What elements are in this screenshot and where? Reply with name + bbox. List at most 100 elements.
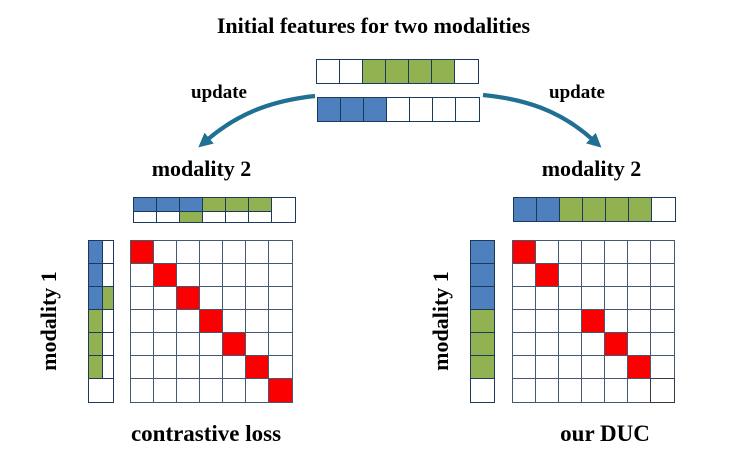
right-similarity-cell: [535, 378, 560, 403]
left-similarity-cell: [153, 309, 178, 334]
left-mod1-sub-cell: [101, 240, 114, 265]
right-similarity-cell: [535, 286, 560, 311]
left-similarity-cell: [268, 355, 293, 380]
right-modality2-label: modality 2: [541, 156, 642, 181]
right-similarity-cell: [512, 263, 537, 288]
left-mod2-tail-cell: [271, 197, 296, 223]
initial-modality2-cell: [454, 59, 479, 84]
left-similarity-cell: [176, 355, 201, 380]
right-similarity-cell: [650, 378, 675, 403]
right-similarity-cell: [535, 355, 560, 380]
left-similarity-cell: [199, 378, 224, 403]
initial-modality2-cell: [362, 59, 387, 84]
right-similarity-cell: [604, 378, 629, 403]
initial-modality2-cell: [316, 59, 341, 84]
initial-modality2-vector: [316, 59, 479, 84]
left-similarity-cell: [176, 240, 201, 265]
right-similarity-cell: [581, 286, 606, 311]
diagram-title: Initial features for two modalities: [216, 13, 531, 38]
update-label-left: update: [191, 82, 247, 103]
initial-modality1-cell: [386, 97, 411, 122]
right-similarity-cell: [650, 263, 675, 288]
right-mod2-cell: [628, 197, 653, 222]
right-similarity-cell: [604, 309, 629, 334]
right-modality1-label: modality 1: [428, 271, 453, 371]
left-mod2-sub-cell: [133, 210, 158, 223]
right-mod2-cell: [536, 197, 561, 222]
right-mod1-cell: [470, 263, 495, 288]
right-mod1-cell: [470, 355, 495, 380]
right-similarity-cell: [558, 286, 583, 311]
right-similarity-cell: [558, 263, 583, 288]
right-mod2-cell: [605, 197, 630, 222]
right-mod1-cell: [470, 309, 495, 334]
left-similarity-cell-diagonal-red: [176, 286, 201, 311]
right-similarity-cell: [627, 240, 652, 265]
left-similarity-cell: [176, 309, 201, 334]
left-similarity-cell-diagonal-red: [245, 355, 270, 380]
right-similarity-cell: [604, 286, 629, 311]
right-similarity-cell: [650, 355, 675, 380]
right-similarity-cell-diagonal-red: [581, 309, 606, 334]
left-mod1-tail-cell: [88, 378, 114, 403]
left-mod1-sub-cell: [101, 309, 114, 334]
left-similarity-cell: [222, 378, 247, 403]
right-mod2-cell: [559, 197, 584, 222]
right-mod1-cell: [470, 378, 495, 403]
left-similarity-cell: [130, 309, 155, 334]
left-similarity-cell: [245, 309, 270, 334]
right-similarity-cell: [581, 378, 606, 403]
right-similarity-cell-diagonal-red: [627, 355, 652, 380]
right-similarity-cell: [558, 332, 583, 357]
right-similarity-cell: [558, 309, 583, 334]
left-similarity-cell: [130, 263, 155, 288]
left-mod1-sub-cell: [101, 263, 114, 288]
left-similarity-cell: [245, 286, 270, 311]
left-similarity-cell: [199, 286, 224, 311]
right-similarity-cell: [558, 378, 583, 403]
left-similarity-cell: [176, 332, 201, 357]
left-similarity-cell: [153, 240, 178, 265]
left-similarity-cell: [222, 286, 247, 311]
right-mod1-cell: [470, 240, 495, 265]
right-similarity-cell: [604, 240, 629, 265]
left-similarity-cell: [130, 286, 155, 311]
right-similarity-cell-diagonal-red: [604, 332, 629, 357]
right-similarity-cell: [627, 332, 652, 357]
left-similarity-cell: [245, 378, 270, 403]
initial-modality1-cell: [432, 97, 457, 122]
left-similarity-cell: [153, 332, 178, 357]
initial-modality2-cell: [385, 59, 410, 84]
right-similarity-cell: [581, 332, 606, 357]
right-similarity-cell: [581, 240, 606, 265]
left-mod2-sub-cell: [248, 210, 273, 223]
left-similarity-cell: [199, 355, 224, 380]
right-similarity-cell: [512, 378, 537, 403]
right-mod2-cell: [582, 197, 607, 222]
right-mod2-cell: [513, 197, 538, 222]
left-similarity-cell: [130, 378, 155, 403]
left-similarity-grid: [130, 240, 293, 403]
right-similarity-cell-diagonal-red: [535, 263, 560, 288]
left-similarity-cell: [245, 240, 270, 265]
initial-modality1-cell: [409, 97, 434, 122]
right-similarity-cell: [512, 332, 537, 357]
left-similarity-cell: [176, 378, 201, 403]
initial-modality1-cell: [363, 97, 388, 122]
left-similarity-cell: [130, 355, 155, 380]
right-mod1-cell: [470, 286, 495, 311]
right-similarity-cell: [627, 309, 652, 334]
right-similarity-grid: [512, 240, 675, 403]
right-similarity-cell: [558, 240, 583, 265]
right-similarity-cell: [650, 286, 675, 311]
left-mod2-sub-cell: [202, 210, 227, 223]
left-modality1-label: modality 1: [36, 271, 61, 371]
left-caption: contrastive loss: [130, 421, 282, 446]
left-similarity-cell: [199, 240, 224, 265]
right-similarity-cell: [627, 378, 652, 403]
right-similarity-cell: [627, 286, 652, 311]
right-mod1-cell: [470, 332, 495, 357]
initial-modality1-cell: [317, 97, 342, 122]
left-similarity-cell-diagonal-red: [199, 309, 224, 334]
